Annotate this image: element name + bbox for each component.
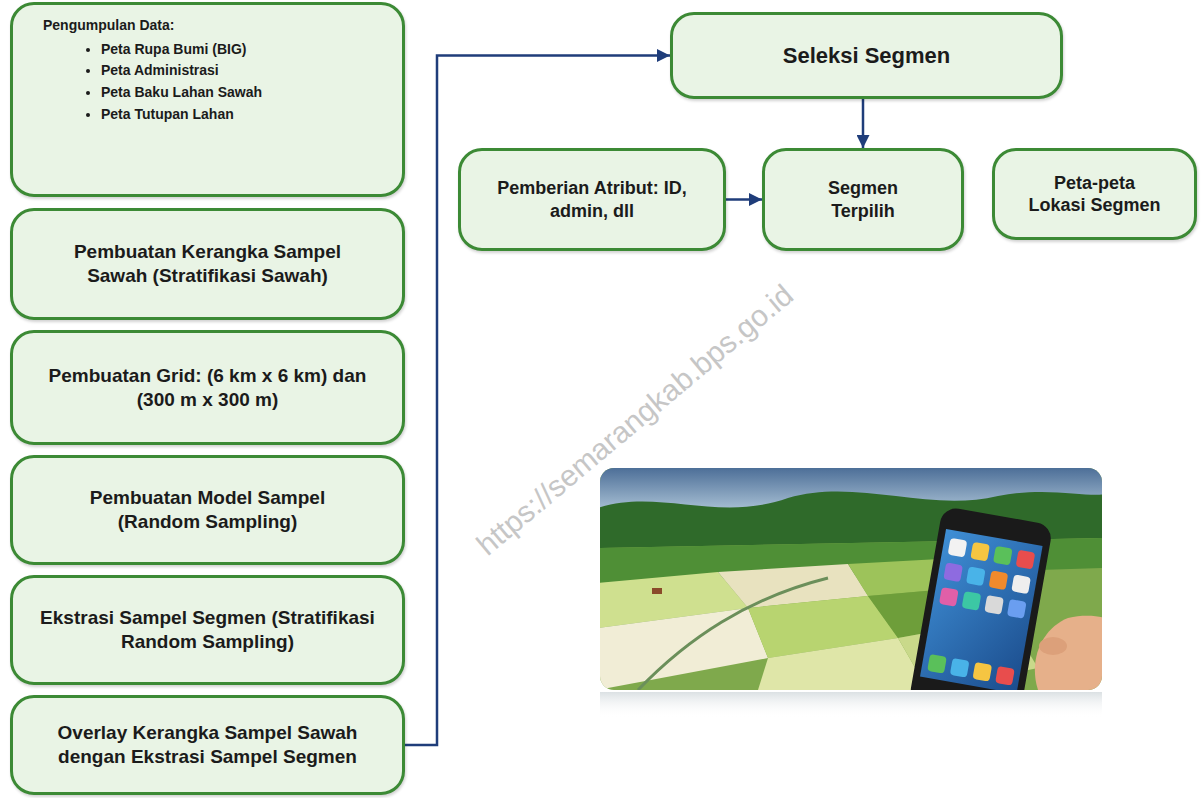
box-label: Pembuatan Kerangka Sampel Sawah (Stratif… [58,240,358,288]
process-box: Segmen Terpilih [762,148,964,251]
process-box: Pembuatan Kerangka Sampel Sawah (Stratif… [10,208,405,320]
box-content: Pembuatan Grid: (6 km x 6 km) dan (300 m… [13,333,402,442]
irrigation-channel [638,578,828,690]
box-label: Pembuatan Grid: (6 km x 6 km) dan (300 m… [48,364,368,412]
box-label: Seleksi Segmen [783,42,951,70]
box-label: Ekstrasi Sampel Segmen (Stratifikasi Ran… [40,606,375,654]
box-label: Overlay Kerangka Sampel Sawah dengan Eks… [35,721,380,769]
rice-field-photo [598,468,1106,720]
box-content: Seleksi Segmen [673,15,1060,96]
process-box: Pembuatan Grid: (6 km x 6 km) dan (300 m… [10,330,405,445]
thumb [1039,637,1067,655]
hand [1035,616,1102,690]
smartphone [908,506,1053,690]
bullet-list: Peta Rupa Bumi (BIG)Peta AdministrasiPet… [43,39,262,126]
app-icons [927,538,1035,686]
process-box: Pemberian Atribut: ID, admin, dll [458,148,726,251]
box-content: Peta-peta Lokasi Segmen [995,151,1194,237]
bullet-item: Peta Administrasi [101,60,262,82]
box-label: Pembuatan Model Sampel (Random Sampling) [58,486,358,534]
process-box: Peta-peta Lokasi Segmen [992,148,1197,240]
phone-screen [920,529,1043,690]
selection-box: Seleksi Segmen [670,12,1063,99]
bullet-item: Peta Baku Lahan Sawah [101,82,262,104]
field-scene [600,468,1102,690]
process-box: Pengumpulan Data:Peta Rupa Bumi (BIG)Pet… [10,2,405,197]
bullet-item: Peta Tutupan Lahan [101,104,262,126]
photo-reflection [600,692,1102,718]
process-box: Ekstrasi Sampel Segmen (Stratifikasi Ran… [10,575,405,685]
box-label: Peta-peta Lokasi Segmen [1025,172,1165,217]
process-box: Pembuatan Model Sampel (Random Sampling) [10,455,405,565]
box-label: Segmen Terpilih [808,177,918,222]
box-content: Ekstrasi Sampel Segmen (Stratifikasi Ran… [13,578,402,682]
box-content: Overlay Kerangka Sampel Sawah dengan Eks… [13,698,402,792]
flow-arrow [726,198,762,201]
process-box: Overlay Kerangka Sampel Sawah dengan Eks… [10,695,405,795]
box-label: Pemberian Atribut: ID, admin, dll [487,177,697,222]
tractor [652,588,662,594]
box-content: Pembuatan Model Sampel (Random Sampling) [13,458,402,562]
box-content: Pengumpulan Data:Peta Rupa Bumi (BIG)Pet… [13,5,402,194]
phone-body [908,506,1053,690]
box-content: Pemberian Atribut: ID, admin, dll [461,151,723,248]
watermark: https://semarangkab.bps.go.id [470,278,800,562]
bullet-item: Peta Rupa Bumi (BIG) [101,39,262,61]
box-heading: Pengumpulan Data: [43,17,174,35]
flow-arrow [862,99,865,148]
box-content: Pembuatan Kerangka Sampel Sawah (Stratif… [13,211,402,317]
box-content: Segmen Terpilih [765,151,961,248]
